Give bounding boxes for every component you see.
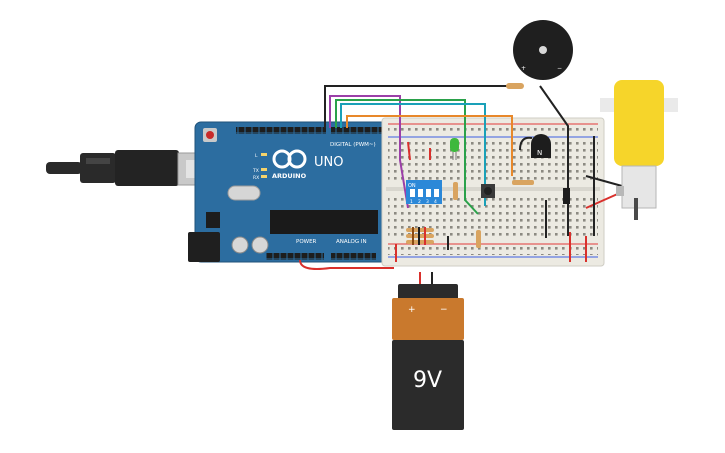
green-led[interactable]: [450, 138, 459, 160]
capacitor-2: [251, 236, 269, 254]
wire-black-buzzer[interactable]: [324, 85, 520, 128]
resistor-led[interactable]: [453, 182, 458, 200]
buzzer-plus-label: +: [521, 65, 526, 72]
dip-number-1: 1: [410, 199, 413, 205]
led-label-l: L: [255, 153, 258, 159]
battery-clip: [398, 284, 458, 300]
dip-number-4: 4: [434, 199, 437, 205]
wire-red-5v[interactable]: [299, 259, 394, 270]
wire-black-motor[interactable]: [585, 175, 623, 187]
transistor-label: N: [537, 149, 542, 157]
bottom-power-rail[interactable]: [388, 246, 598, 255]
resistor-transistor[interactable]: [512, 180, 534, 185]
resistor-buzzer[interactable]: [506, 83, 524, 89]
resistor-array[interactable]: [406, 227, 434, 245]
wire-black-transistor[interactable]: [519, 136, 533, 151]
dip-switch[interactable]: ON 1 2 3 4: [406, 180, 442, 205]
reset-button-cap: [206, 131, 214, 139]
analog-header-label: ANALOG IN: [336, 239, 367, 245]
voltage-regulator: [206, 212, 220, 228]
buzzer-minus-label: −: [557, 65, 562, 72]
digital-header-left[interactable]: [236, 127, 326, 134]
piezo-buzzer[interactable]: + −: [513, 20, 573, 80]
wire-purple[interactable]: [329, 95, 409, 209]
battery-minus-label: −: [440, 305, 448, 315]
battery-9v[interactable]: + − 9V: [392, 272, 464, 430]
crystal-oscillator: [227, 185, 261, 201]
wire-red-top-left[interactable]: [407, 141, 411, 161]
npn-transistor[interactable]: N: [531, 134, 551, 158]
dip-on-label: ON: [408, 183, 416, 189]
battery-plus-label: +: [408, 305, 416, 315]
wire-green[interactable]: [335, 99, 479, 215]
arduino-logo: [272, 149, 307, 169]
led-label-rx: RX: [253, 175, 259, 181]
dip-number-2: 2: [418, 199, 421, 205]
resistor-button[interactable]: [476, 230, 481, 248]
atmega-chip: [270, 210, 378, 234]
dc-motor[interactable]: [600, 80, 678, 220]
digital-header-right[interactable]: [331, 127, 383, 134]
dip-number-3: 3: [426, 199, 429, 205]
top-terminal-strip[interactable]: [388, 142, 598, 182]
push-button[interactable]: [481, 184, 495, 198]
battery-voltage-label: 9V: [413, 368, 442, 393]
wire-teal[interactable]: [340, 103, 486, 206]
signal-wires[interactable]: [324, 85, 520, 215]
status-leds: L TX RX: [252, 153, 267, 181]
arduino-uno-board[interactable]: UNO ARDUINO DIGITAL (PWM~) L TX RX POWER…: [188, 121, 388, 263]
board-model-label: UNO: [314, 155, 343, 170]
digital-header-label: DIGITAL (PWM~): [330, 142, 376, 148]
diode[interactable]: [563, 188, 570, 204]
led-label-tx: TX: [252, 168, 259, 174]
board-brand-label: ARDUINO: [272, 172, 307, 180]
analog-header[interactable]: [331, 253, 376, 260]
power-header[interactable]: [266, 253, 324, 260]
wire-orange[interactable]: [346, 115, 513, 176]
power-header-label: POWER: [296, 239, 317, 245]
top-power-rail[interactable]: [388, 126, 598, 135]
power-jack[interactable]: [188, 232, 220, 262]
capacitor-1: [231, 236, 249, 254]
